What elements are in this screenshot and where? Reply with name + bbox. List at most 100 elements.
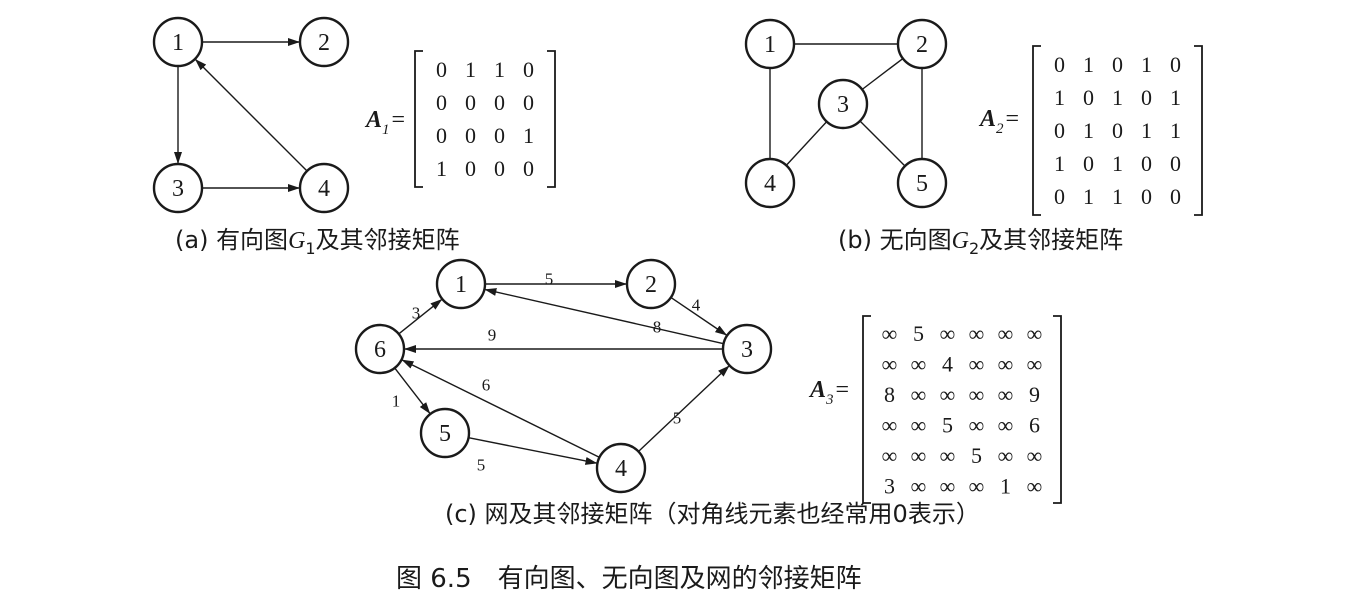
matrix-cell: 0 [1170,151,1181,176]
node-circle [896,18,948,70]
edge-6-1 [398,299,443,335]
node-label: 4 [615,456,627,482]
node-circle [721,323,773,375]
matrix-cell: ∞ [940,473,956,498]
matrix-cell: 1 [1170,85,1181,110]
matrix-cell: ∞ [911,443,927,468]
matrix-cell: ∞ [1027,473,1043,498]
node-circle [744,157,796,209]
matrix-name: A2= [978,106,1019,137]
matrix-cell: 1 [1000,473,1011,498]
node-2: 2 [896,18,948,70]
weight-label-1-2: 5 [545,270,554,289]
node-1: 1 [744,18,796,70]
weight-label-5-4: 5 [477,456,486,475]
matrix-cell: ∞ [998,412,1014,437]
caption-b: (b) 无向图G2及其邻接矩阵 [838,226,1123,258]
matrix-cell: 0 [523,57,534,82]
matrix-cell: ∞ [969,351,985,376]
matrix-cell: 0 [494,156,505,181]
node-1: 1 [152,16,204,68]
panel-a-edges [174,38,308,192]
weight-label-4-6: 6 [482,376,491,395]
matrix-cell: 0 [465,156,476,181]
node-label: 1 [172,30,184,56]
node-circle [419,407,471,459]
matrix-cell: 1 [1054,85,1065,110]
matrix-cell: ∞ [882,351,898,376]
node-label: 3 [837,92,849,118]
matrix-right-bracket [1194,45,1203,216]
matrix-cell: ∞ [882,321,898,346]
matrix-cell: 0 [1170,52,1181,77]
node-label: 2 [318,30,330,56]
node-4: 4 [298,162,350,214]
matrix-cell: ∞ [969,321,985,346]
node-circle [896,157,948,209]
matrix-cell: ∞ [940,443,956,468]
matrix-cell: ∞ [911,351,927,376]
matrix-cell: 4 [942,351,953,376]
weight-label-6-5: 1 [392,392,401,411]
node-4: 4 [744,157,796,209]
matrix-cell: 1 [1141,118,1152,143]
matrix-cell: ∞ [998,351,1014,376]
weight-label-2-3: 4 [692,296,701,315]
matrix-left-bracket [1032,45,1041,216]
caption-c: (c) 网及其邻接矩阵（对角线元素也经常用0表示） [445,500,980,528]
matrix-cell: 8 [884,382,895,407]
node-label: 4 [764,171,776,197]
matrix-cell: 0 [436,57,447,82]
edge-2-3 [670,296,728,336]
matrix-cell: 1 [1141,52,1152,77]
matrix-cell: ∞ [911,473,927,498]
node-label: 5 [439,421,451,447]
node-circle [744,18,796,70]
node-circle [152,162,204,214]
matrix-cell: 0 [436,90,447,115]
matrix-cell: 1 [1083,184,1094,209]
matrix-cell: ∞ [911,382,927,407]
matrix-cell: 0 [465,90,476,115]
matrix-cell: 0 [523,156,534,181]
edge-3-4 [786,121,828,166]
matrix-cell: 0 [1170,184,1181,209]
node-label: 3 [172,176,184,202]
edge-5-4 [468,436,598,465]
panel-a-nodes: 1 2 3 4 [152,16,350,214]
weight-label-6-1: 3 [412,304,421,323]
matrix-cell: ∞ [969,412,985,437]
matrix-cell: 5 [971,443,982,468]
matrix-right-bracket [547,50,556,188]
matrix-cell: 0 [1083,151,1094,176]
matrix-a3: ∞5∞∞∞∞∞∞4∞∞∞8∞∞∞∞9∞∞5∞∞6∞∞∞5∞∞3∞∞∞1∞A3= [808,315,1062,504]
node-circle [817,78,869,130]
matrix-cell: 0 [1141,184,1152,209]
weight-label-3-1: 8 [653,318,662,337]
matrix-left-bracket [414,50,423,188]
node-circle [152,16,204,68]
node-label: 6 [374,337,386,363]
edge-2-3 [862,57,904,90]
matrix-cell: 0 [494,123,505,148]
node-circle [595,442,647,494]
matrix-cell: ∞ [969,473,985,498]
matrix-cell: 1 [494,57,505,82]
matrix-cell: 0 [494,90,505,115]
node-2: 2 [298,16,350,68]
weight-label-4-3: 5 [673,409,682,428]
edge-4-3 [637,365,730,453]
node-circle [298,162,350,214]
matrix-cell: ∞ [1027,351,1043,376]
matrix-cell: ∞ [940,382,956,407]
matrix-cell: 0 [1054,52,1065,77]
matrix-cell: 1 [465,57,476,82]
matrix-cell: 6 [1029,412,1040,437]
matrix-cell: ∞ [882,412,898,437]
matrix-cell: 9 [1029,382,1040,407]
